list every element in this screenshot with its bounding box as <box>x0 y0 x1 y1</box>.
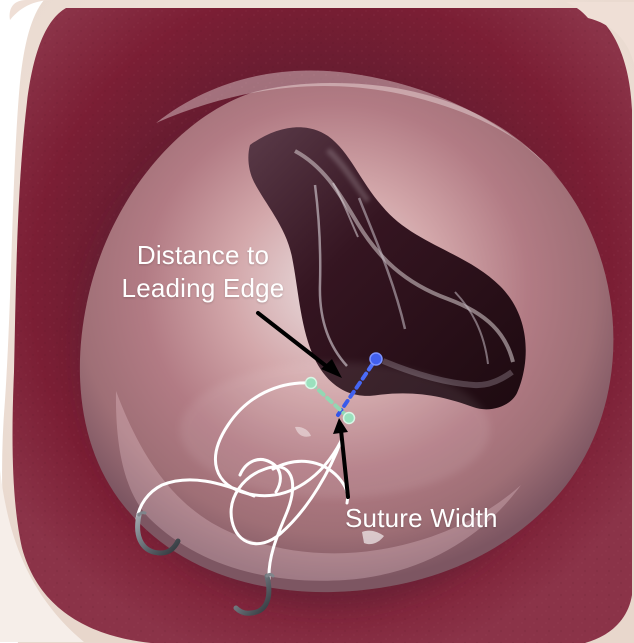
valve-scene <box>0 0 634 643</box>
heart-valve-illustration: Distance to Leading Edge Suture Width <box>0 0 634 643</box>
